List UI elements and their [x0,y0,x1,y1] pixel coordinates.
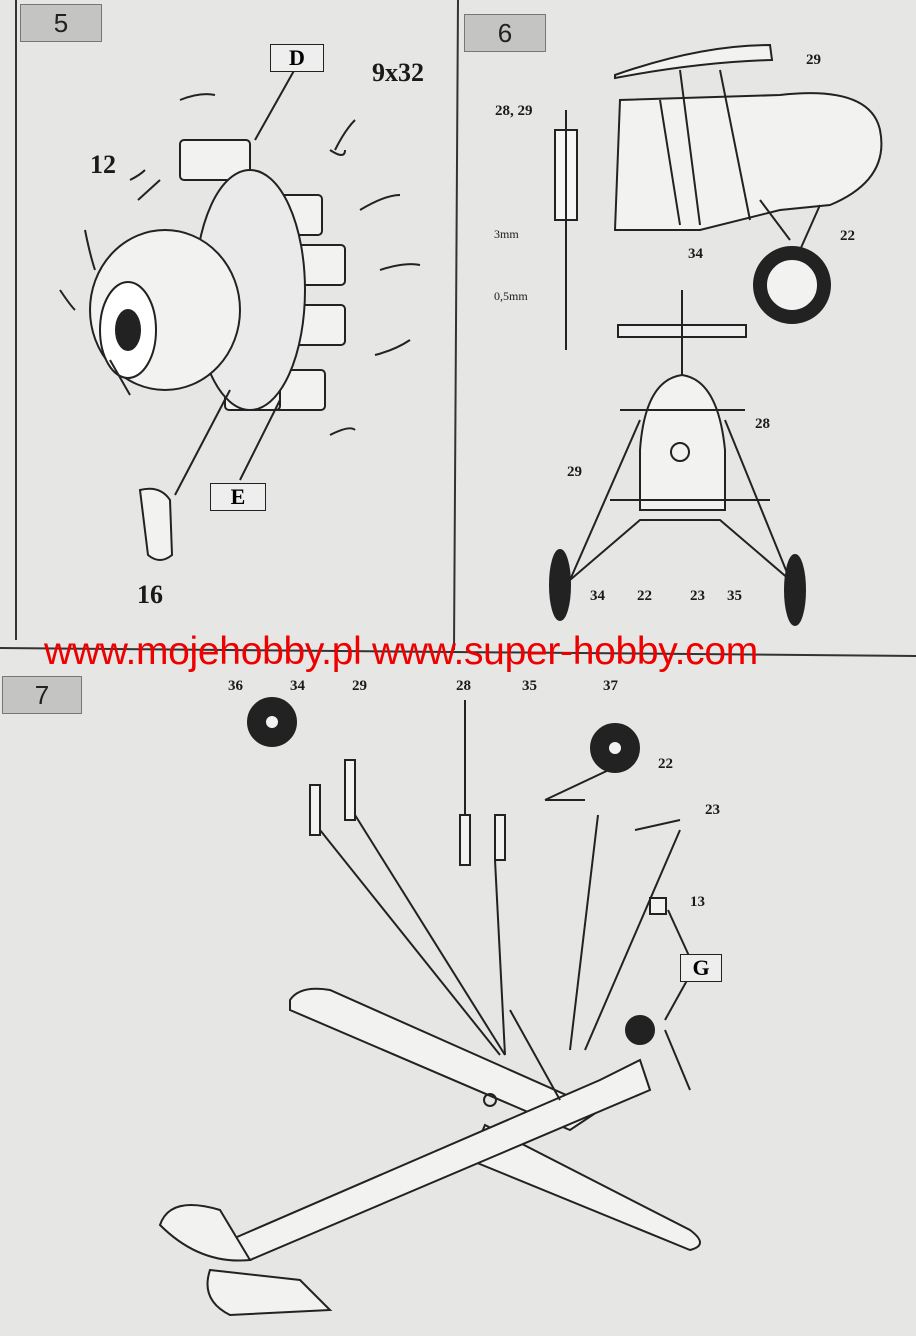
landing-gear-side-view [554,43,883,350]
callout-d: D [270,44,324,72]
label-9x32: 9x32 [372,58,424,87]
label-28-29: 28, 29 [495,103,533,119]
step-number-5: 5 [20,4,102,42]
label-12: 12 [90,150,116,179]
label-front-28: 28 [755,416,770,432]
label-front-29: 29 [567,464,582,480]
label-side-34: 34 [688,246,703,262]
step-number-6: 6 [464,14,546,52]
label-side-22: 22 [840,228,855,244]
label-side-29: 29 [806,52,821,68]
label-3mm: 3mm [494,227,519,241]
label-28: 28 [456,678,471,694]
label-13: 13 [690,894,705,910]
label-23: 23 [705,802,720,818]
callout-e: E [210,483,266,511]
label-front-22: 22 [637,588,652,604]
landing-gear-front-view [549,290,806,626]
watermark-text: www.mojehobby.pl www.super-hobby.com [44,630,758,673]
label-0-5mm: 0,5mm [494,289,528,303]
aircraft-assembly-drawing [158,697,701,1317]
label-16: 16 [137,580,163,609]
label-29: 29 [352,678,367,694]
radial-engine-drawing [59,59,421,561]
step-number-7: 7 [2,676,82,714]
label-22: 22 [658,756,673,772]
label-front-23: 23 [690,588,705,604]
panel-borders [0,0,916,657]
label-34: 34 [290,678,305,694]
callout-g: G [680,954,722,982]
label-36: 36 [228,678,243,694]
label-37: 37 [603,678,618,694]
label-front-35: 35 [727,588,742,604]
label-35: 35 [522,678,537,694]
label-front-34: 34 [590,588,605,604]
